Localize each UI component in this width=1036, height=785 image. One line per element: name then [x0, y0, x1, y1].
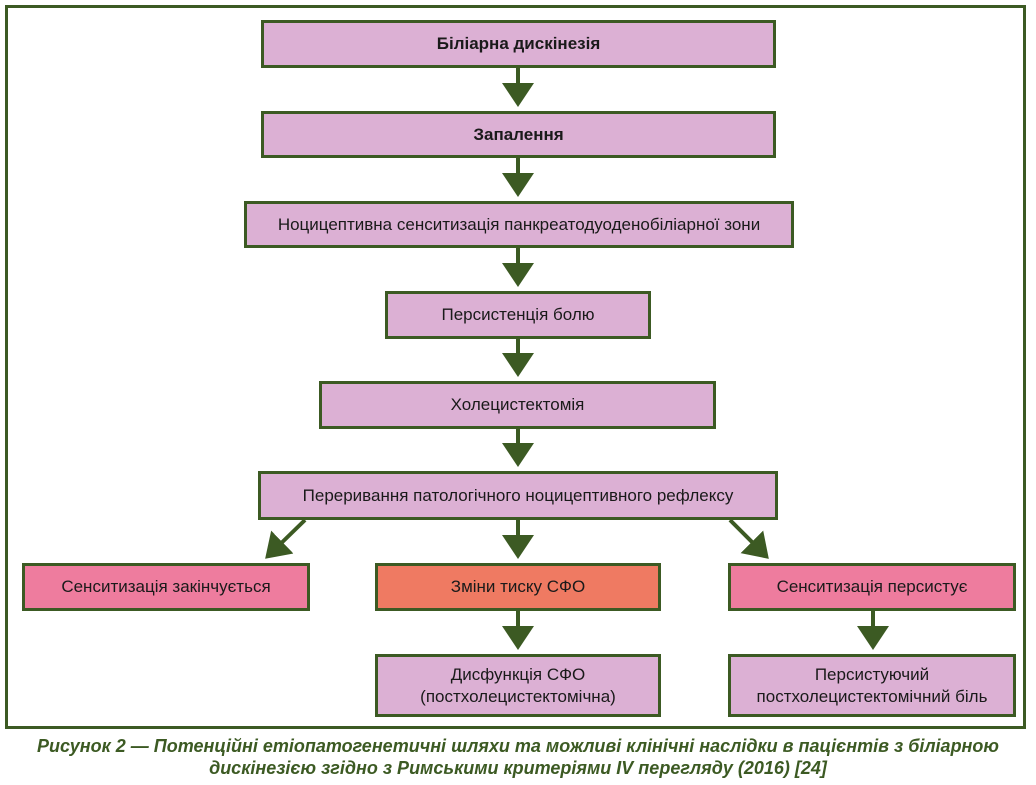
node-label: Запалення	[473, 124, 564, 144]
node-sfo-dysfunction: Дисфункція СФО (постхолецистектомічна)	[375, 654, 661, 717]
node-label-line1: Дисфункція СФО	[450, 665, 586, 685]
arrow-interruption-to-persists	[728, 518, 769, 559]
node-pain-persistence: Персистенція болю	[385, 291, 651, 339]
node-sensitization-persists: Сенситизація персистує	[728, 563, 1016, 611]
node-biliary-dyskinesia: Біліарна дискінезія	[261, 20, 776, 68]
node-label: Холецистектомія	[450, 395, 585, 415]
node-reflex-interruption: Переривання патологічного ноцицептивного…	[258, 471, 778, 520]
node-label: Ноцицептивна сенситизація панкреатодуоде…	[277, 214, 761, 234]
node-label-line2: постхолецистектомічний біль	[756, 686, 988, 706]
node-sensitization-ends: Сенситизація закінчується	[22, 563, 310, 611]
flow-arrows	[265, 68, 889, 650]
caption-line1: Рисунок 2 — Потенційні етіопатогенетичні…	[36, 736, 999, 756]
node-label: Переривання патологічного ноцицептивного…	[302, 485, 734, 505]
node-nociceptive-sensitization: Ноцицептивна сенситизація панкреатодуоде…	[244, 201, 794, 248]
node-label: Сенситизація персистує	[776, 577, 968, 597]
node-sfo-pressure-change: Зміни тиску СФО	[375, 563, 661, 611]
arrow-interruption-to-ends	[265, 518, 307, 559]
node-label-line1: Персистуючий	[814, 665, 930, 685]
node-label: Зміни тиску СФО	[450, 577, 586, 597]
node-label: Біліарна дискінезія	[436, 34, 601, 54]
figure-caption: Рисунок 2 — Потенційні етіопатогенетичні…	[0, 735, 1036, 779]
node-label: Персистенція болю	[441, 305, 595, 325]
node-persistent-pain: Персистуючий постхолецистектомічний біль	[728, 654, 1016, 717]
node-inflammation: Запалення	[261, 111, 776, 158]
caption-line2: дискінезією згідно з Римськими критеріям…	[209, 758, 827, 778]
node-cholecystectomy: Холецистектомія	[319, 381, 716, 429]
node-label: Сенситизація закінчується	[61, 577, 271, 597]
node-label-line2: (постхолецистектомічна)	[420, 686, 616, 706]
